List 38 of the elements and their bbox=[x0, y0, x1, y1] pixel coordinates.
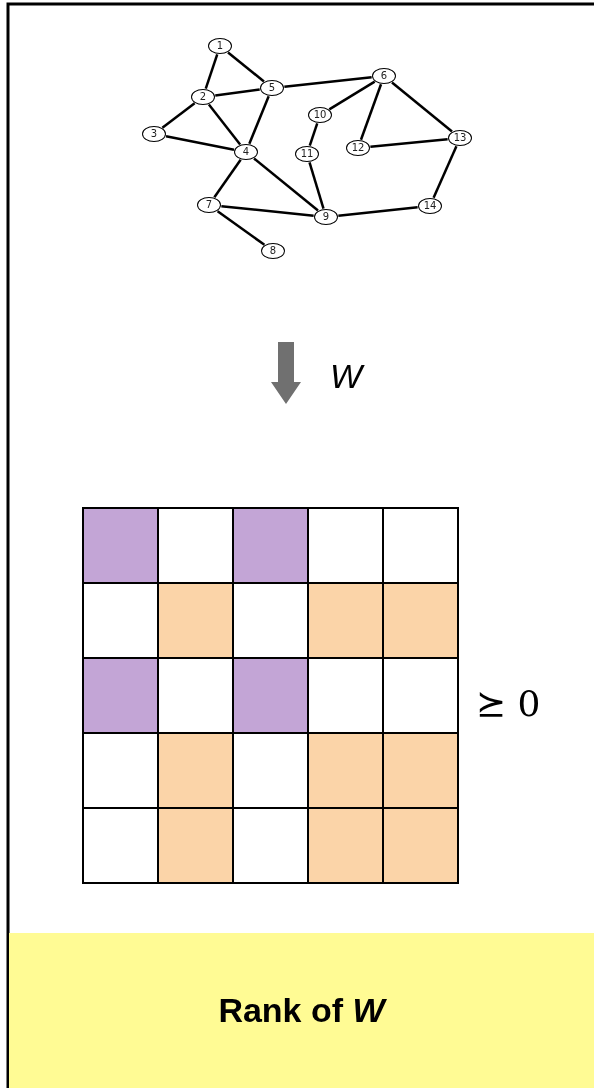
graph-node: 6 bbox=[372, 68, 396, 84]
graph-edge bbox=[370, 137, 448, 149]
graph-node: 9 bbox=[314, 209, 338, 225]
graph-edge bbox=[221, 205, 314, 217]
graph-edge bbox=[328, 80, 376, 111]
graph-node: 3 bbox=[142, 126, 166, 142]
graph-node: 13 bbox=[448, 130, 472, 146]
graph-edge bbox=[253, 157, 319, 212]
graph-edge bbox=[165, 135, 235, 151]
graph-edge bbox=[161, 102, 196, 129]
graph-node: 5 bbox=[260, 80, 284, 96]
graph-edge bbox=[213, 158, 242, 199]
result-band bbox=[9, 933, 594, 1088]
graph-edge bbox=[284, 76, 372, 88]
graph-edge bbox=[215, 88, 260, 97]
psd-label: ⪰ 0 bbox=[476, 682, 541, 726]
graph-edge bbox=[204, 53, 219, 90]
graph-edge bbox=[227, 51, 265, 83]
graph-edge bbox=[207, 103, 242, 146]
arrow-label: W bbox=[330, 356, 363, 396]
graph-node: 8 bbox=[261, 243, 285, 259]
graph-node: 11 bbox=[295, 146, 319, 162]
graph-edge bbox=[248, 95, 270, 145]
graph-node: 12 bbox=[346, 140, 370, 156]
graph-edge bbox=[308, 161, 325, 210]
graph-edge bbox=[359, 83, 383, 141]
graph-node: 14 bbox=[418, 198, 442, 214]
graph-edge bbox=[391, 81, 453, 133]
graph-edge bbox=[432, 145, 458, 199]
band-title: Rank of W bbox=[218, 991, 385, 1030]
graph-edge bbox=[338, 206, 418, 217]
graph-node: 10 bbox=[308, 107, 332, 123]
graph-node: 2 bbox=[191, 89, 215, 105]
graph-node: 7 bbox=[197, 197, 221, 213]
graph-node: 1 bbox=[208, 38, 232, 54]
graph-node: 4 bbox=[234, 144, 258, 160]
graph-edge bbox=[216, 210, 266, 246]
graph-edge bbox=[308, 122, 319, 147]
